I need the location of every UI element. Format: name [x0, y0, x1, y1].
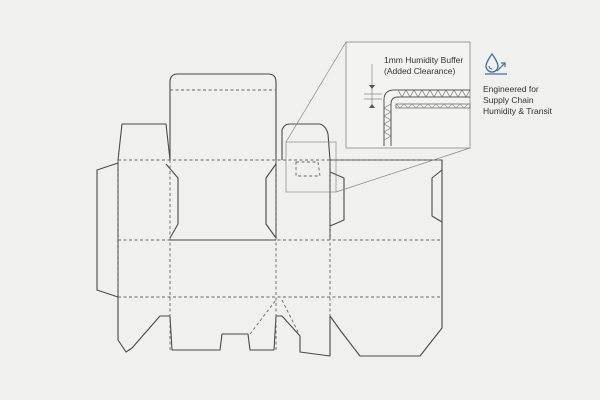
humidity-buffer-line2: (Added Clearance)	[384, 66, 456, 76]
engineered-line3: Humidity & Transit	[483, 106, 552, 116]
corrugated-board-section	[383, 89, 471, 146]
callout-source-box	[285, 141, 337, 193]
callout-leader-top	[285, 41, 347, 143]
callout-leader-bottom	[335, 147, 471, 193]
dimension-arrow-down	[369, 85, 375, 89]
bottom-diag-right	[281, 299, 301, 337]
engineered-line2: Supply Chain	[483, 95, 534, 105]
bottom-diag-left	[249, 299, 277, 335]
water-drop-icon	[485, 52, 507, 75]
humidity-buffer-label: 1mm Humidity Buffer (Added Clearance)	[384, 55, 494, 77]
dimension-arrow-up	[369, 104, 375, 108]
left-glue-flap	[96, 162, 119, 298]
engineered-for-label: Engineered for Supply Chain Humidity & T…	[483, 84, 593, 117]
center-left-inner-flap	[165, 163, 179, 239]
engineered-line1: Engineered for	[483, 84, 539, 94]
tuck-window	[295, 161, 321, 177]
left-tuck-flap	[117, 123, 171, 161]
right-side-panel	[329, 159, 443, 240]
top-lid-flap	[169, 73, 277, 160]
humidity-buffer-line1: 1mm Humidity Buffer	[384, 55, 464, 65]
right-inner-flap	[329, 171, 345, 227]
right-top-tuck	[281, 123, 331, 161]
main-body-outline	[117, 160, 443, 357]
center-right-inner-flap	[265, 163, 277, 239]
right-dust-flap	[431, 169, 443, 223]
callout-box	[345, 41, 471, 149]
